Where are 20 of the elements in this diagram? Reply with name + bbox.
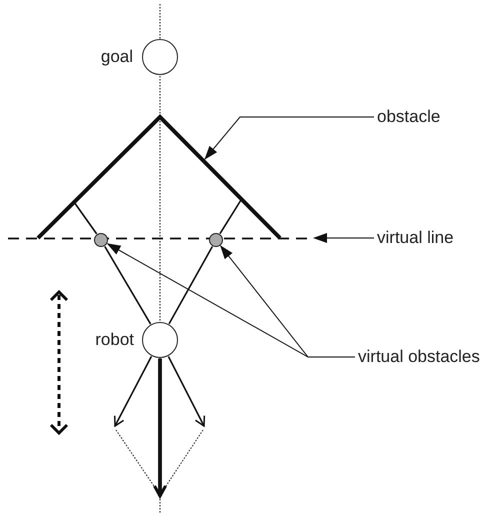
ray-line <box>168 246 214 324</box>
arrow <box>168 356 206 427</box>
leader-line <box>313 233 374 243</box>
arrow <box>114 356 152 427</box>
virtual-obstacle-dot <box>94 233 108 247</box>
leader-line <box>220 245 356 358</box>
leader-line <box>204 116 374 160</box>
virtual-obstacle-dot <box>209 233 223 247</box>
obstacle-wedge <box>34 113 284 241</box>
callout-label: virtual obstacles <box>358 346 480 368</box>
robot-circle <box>142 322 178 358</box>
callout-label: virtual line <box>377 227 454 249</box>
callout-label: obstacle <box>377 106 440 128</box>
node-caption: robot <box>95 329 134 351</box>
node-caption: goal <box>100 46 133 68</box>
ray-line <box>73 202 98 234</box>
arrow <box>153 358 167 498</box>
ray-line <box>219 200 242 234</box>
ray-line <box>104 246 152 324</box>
goal-circle <box>142 39 178 75</box>
